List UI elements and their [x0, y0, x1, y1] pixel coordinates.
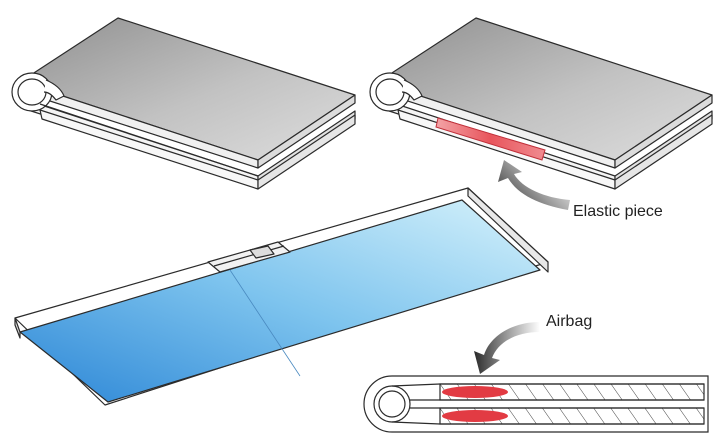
elastic-piece-label: Elastic piece — [573, 203, 663, 220]
airbag-lower — [442, 410, 508, 422]
folded-device-right — [369, 17, 713, 190]
cross-section — [363, 375, 709, 433]
folded-device-left — [11, 17, 356, 190]
airbag-arrow-icon — [474, 322, 540, 374]
airbag-label: Airbag — [546, 313, 593, 330]
flexible-screen — [19, 199, 541, 403]
unfolded-device — [14, 187, 549, 406]
airbag-upper — [442, 386, 508, 398]
elastic-piece — [435, 117, 546, 161]
elastic-arrow-icon — [498, 160, 570, 210]
